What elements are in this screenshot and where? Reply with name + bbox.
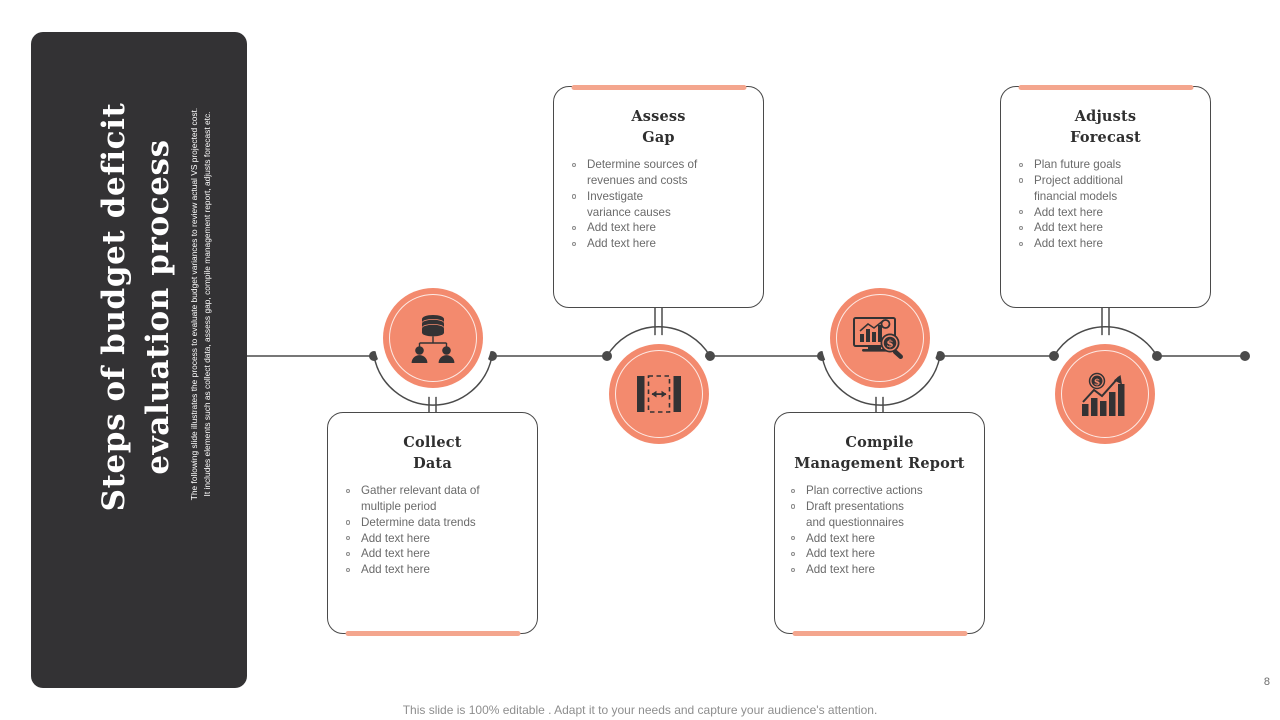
list-item: Add text here [787, 546, 972, 562]
list-item: Determine sources of revenues and costs [568, 157, 749, 189]
gap-measure-icon [637, 375, 681, 413]
card-accent-bar [792, 630, 967, 636]
card-title: Collect Data [403, 434, 462, 472]
list-item: Add text here [1015, 220, 1196, 236]
list-item: Plan corrective actions [787, 483, 972, 499]
list-item: Add text here [342, 546, 523, 562]
step-icon-assess-gap[interactable] [609, 344, 709, 444]
growth-chart-dollar-icon: $ [1082, 372, 1125, 416]
card-collect-data[interactable]: Collect Data Gather relevant data of mul… [327, 412, 538, 636]
list-item: Determine data trends [342, 515, 523, 531]
list-item: Project additional financial models [1015, 173, 1196, 205]
card-accent-bar [1018, 84, 1193, 90]
page-title: Steps of budget deficit evaluation proce… [95, 102, 176, 512]
card-assess-gap[interactable]: Assess Gap Determine sources of revenues… [553, 84, 764, 308]
card-bullet-list: Plan future goals Project additional fin… [1015, 157, 1196, 252]
card-bullet-list: Gather relevant data of multiple period … [342, 483, 523, 578]
list-item: Add text here [787, 531, 972, 547]
report-search-icon: $ [853, 317, 903, 359]
step-icon-adjusts-forecast[interactable]: $ [1055, 344, 1155, 444]
card-bullet-list: Determine sources of revenues and costs … [568, 157, 749, 252]
card-compile-management-report[interactable]: Compile Management Report Plan correctiv… [774, 412, 985, 636]
list-item: Add text here [787, 562, 972, 578]
node-inner-ring [615, 350, 703, 438]
card-bullet-list: Plan corrective actions Draft presentati… [787, 483, 972, 578]
card-title: Assess Gap [631, 108, 686, 146]
node-inner-ring [836, 294, 924, 382]
list-item: Draft presentations and questionnaires [787, 499, 972, 531]
card-title: Compile Management Report [794, 434, 965, 472]
list-item: Add text here [342, 531, 523, 547]
card-title: Adjusts Forecast [1070, 108, 1141, 146]
list-item: Add text here [1015, 205, 1196, 221]
svg-text:$: $ [1094, 377, 1101, 388]
node-inner-ring [1061, 350, 1149, 438]
svg-text:$: $ [886, 338, 893, 350]
list-item: Add text here [568, 220, 749, 236]
list-item: Plan future goals [1015, 157, 1196, 173]
card-accent-bar [571, 84, 746, 90]
step-icon-collect-data[interactable] [383, 288, 483, 388]
list-item: Add text here [342, 562, 523, 578]
title-panel: Steps of budget deficit evaluation proce… [31, 32, 247, 688]
list-item: Investigate variance causes [568, 189, 749, 221]
list-item: Gather relevant data of multiple period [342, 483, 523, 515]
page-subtitle: The following slide illustrates the proc… [188, 107, 212, 501]
list-item: Add text here [568, 236, 749, 252]
database-users-icon [411, 315, 455, 363]
page-number: 8 [1263, 676, 1270, 688]
step-icon-compile-management-report[interactable]: $ [830, 288, 930, 388]
node-inner-ring [389, 294, 477, 382]
card-accent-bar [345, 630, 520, 636]
card-adjusts-forecast[interactable]: Adjusts Forecast Plan future goals Proje… [1000, 84, 1211, 308]
list-item: Add text here [1015, 236, 1196, 252]
footer-note: This slide is 100% editable . Adapt it t… [402, 703, 878, 717]
